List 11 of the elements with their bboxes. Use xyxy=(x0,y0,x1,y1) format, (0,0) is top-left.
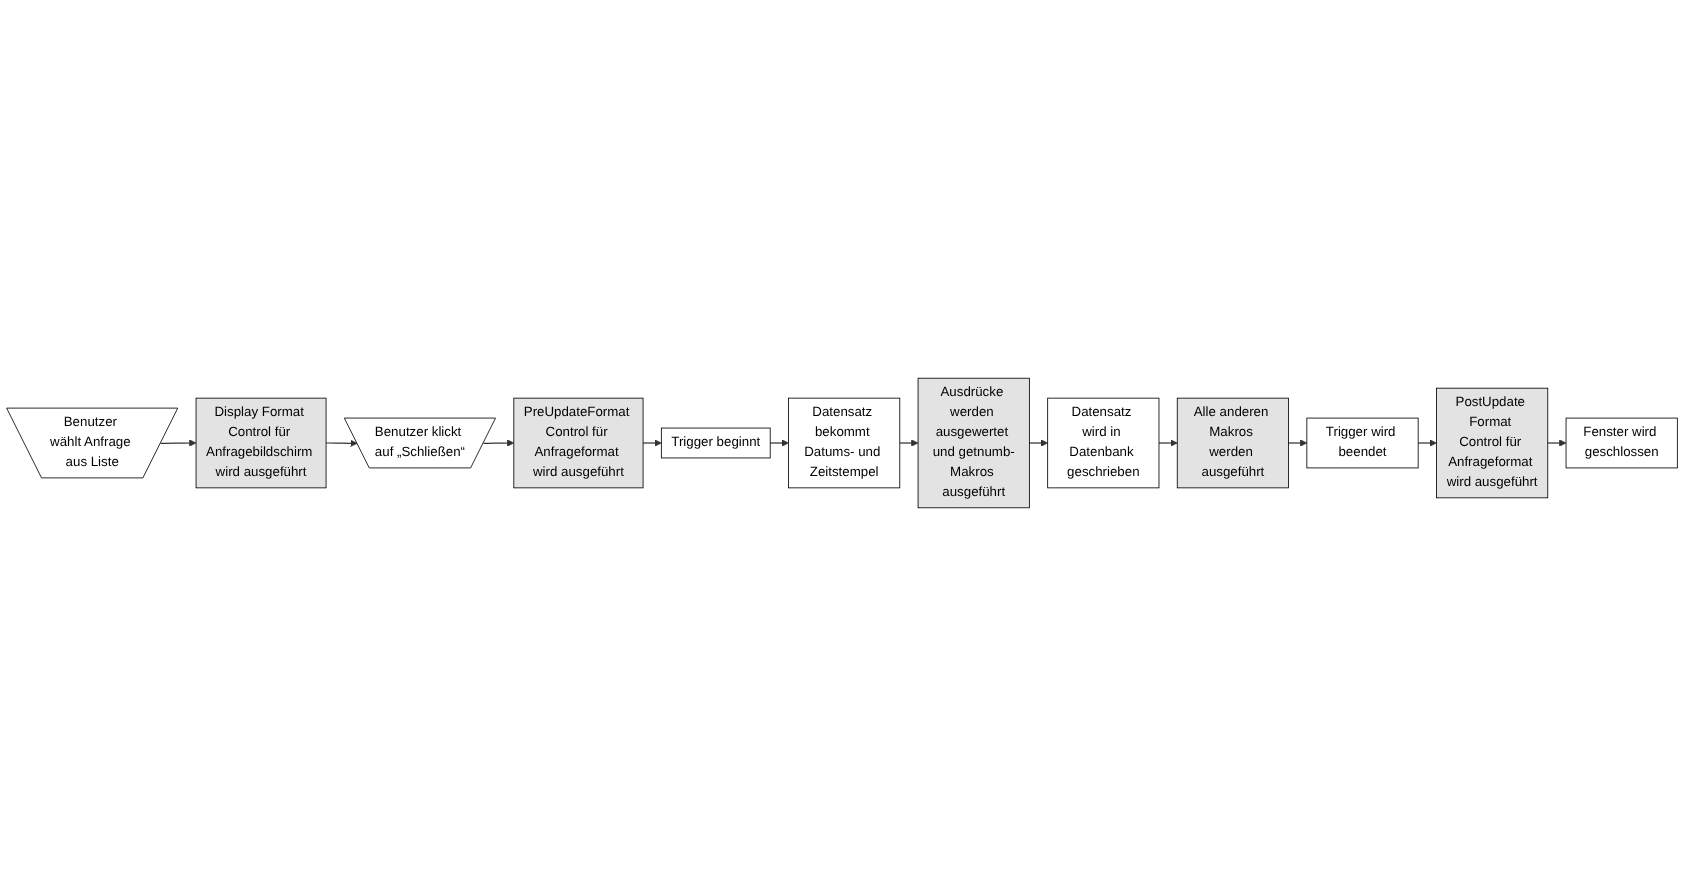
arrow xyxy=(899,439,919,447)
arrow xyxy=(1028,439,1048,447)
arrow xyxy=(642,439,662,447)
arrow xyxy=(1287,439,1308,447)
arrow xyxy=(1547,439,1567,447)
arrow xyxy=(325,439,358,447)
arrow xyxy=(482,439,515,447)
arrow xyxy=(160,439,197,447)
arrow xyxy=(1417,439,1437,447)
arrow xyxy=(1158,439,1178,447)
arrow xyxy=(769,439,789,447)
